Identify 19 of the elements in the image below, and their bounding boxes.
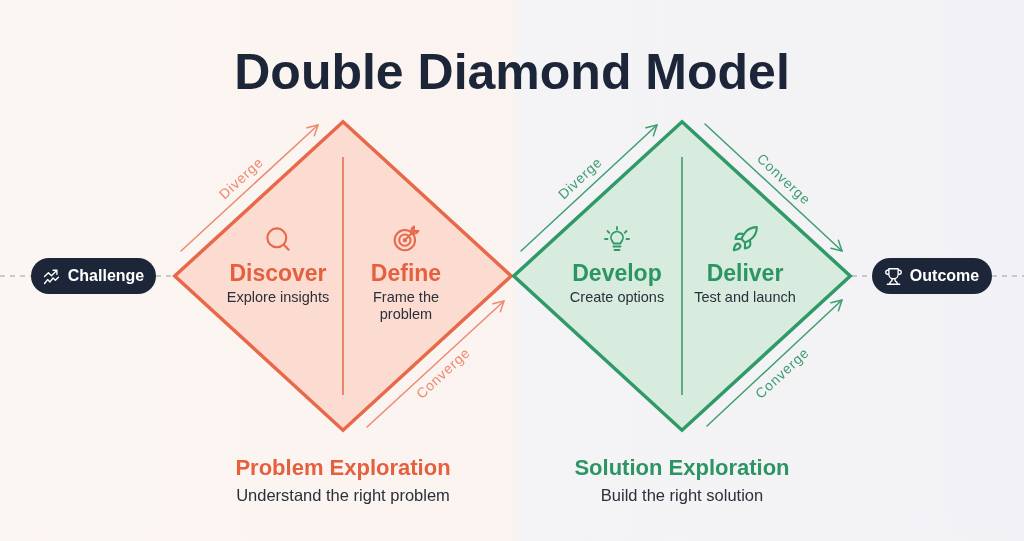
terminal-pill <box>872 258 992 294</box>
section-subtitle: Build the right solution <box>600 485 764 505</box>
connector-line <box>991 275 1024 277</box>
terminal-label: Challenge <box>67 267 145 285</box>
section-heading: Solution Exploration <box>574 455 790 481</box>
section-heading: Problem Exploration <box>235 455 451 481</box>
phase-title: Develop <box>572 260 662 286</box>
page-title: Double Diamond Model <box>234 47 790 97</box>
phase-title: Deliver <box>706 260 784 286</box>
phase-description: Explore insights <box>226 289 330 306</box>
phase-description: Frame the problem <box>371 289 441 323</box>
terminal-pill <box>31 258 156 294</box>
phase-title: Define <box>370 260 442 286</box>
terminal-label: Outcome <box>909 267 980 285</box>
phase-description: Test and launch <box>694 289 796 306</box>
phase-title: Discover <box>229 260 327 286</box>
phase-description: Create options <box>569 289 665 306</box>
section-subtitle: Understand the right problem <box>236 485 450 505</box>
connector-line <box>155 275 174 277</box>
